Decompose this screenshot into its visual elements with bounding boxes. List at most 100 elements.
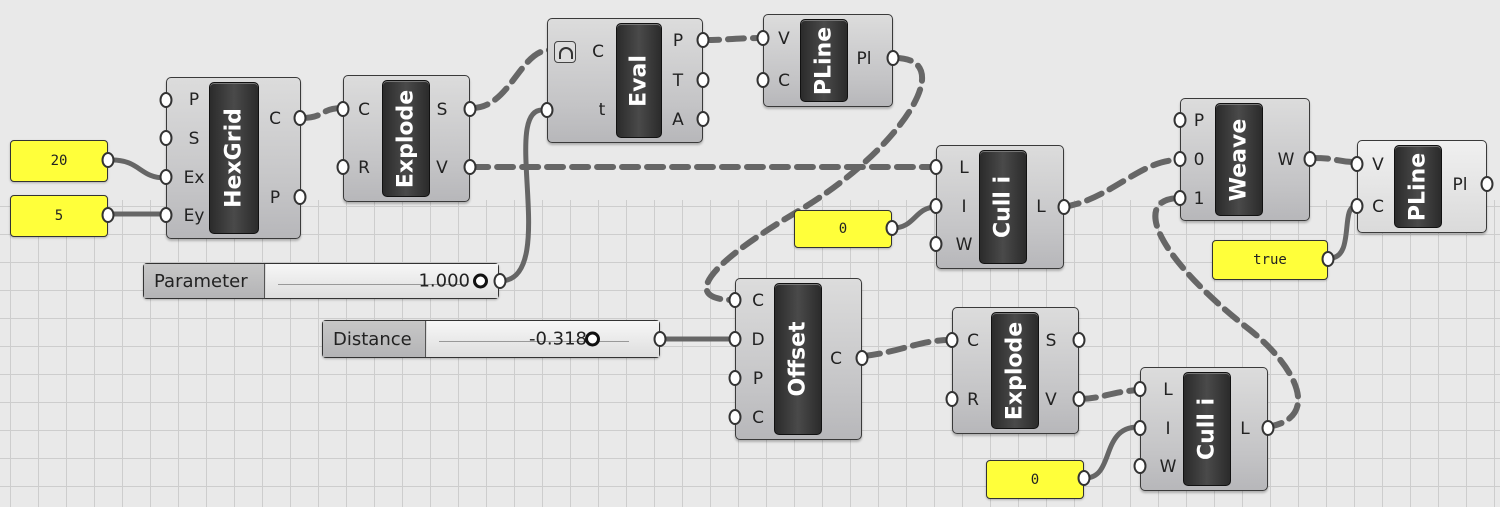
component-core: Eval [616, 23, 662, 138]
ey-panel[interactable]: 5 [10, 195, 108, 237]
wire-grip[interactable] [463, 101, 477, 117]
cull-index-panel[interactable]: 0 [986, 460, 1084, 499]
component-core: Explode [382, 80, 430, 197]
distance-slider[interactable]: Distance -0.318 [322, 320, 660, 358]
wire-grip[interactable] [728, 292, 742, 308]
ex-panel[interactable]: 20 [10, 140, 108, 182]
wire-grip[interactable] [1303, 151, 1317, 167]
component-name: Explode [1002, 321, 1028, 420]
wire-grip[interactable] [696, 111, 710, 127]
wire-grip[interactable] [1133, 420, 1147, 436]
wire-grip[interactable] [1480, 176, 1494, 192]
wire-grip[interactable] [696, 32, 710, 48]
hexgrid-component[interactable]: HexGrid P S Ex Ey C P [166, 77, 301, 239]
input-label: Ey [183, 206, 205, 226]
wire-grip[interactable] [293, 189, 307, 205]
wire-grip[interactable] [1173, 190, 1187, 206]
closed-boolean-panel[interactable]: true [1212, 240, 1328, 280]
polyline-component[interactable]: PLine V C Pl [1357, 140, 1487, 233]
wire-grip[interactable] [159, 207, 173, 223]
explode-component[interactable]: Explode C R S V [952, 307, 1079, 434]
input-label: C [1372, 197, 1384, 217]
cull-index-panel[interactable]: 0 [794, 210, 892, 248]
component-name: Offset [785, 321, 811, 397]
wire-grip[interactable] [929, 236, 943, 252]
wire-cull-weave [1060, 157, 1181, 210]
weave-component[interactable]: Weave P 0 1 W [1180, 98, 1310, 221]
wire-grip[interactable] [929, 159, 943, 175]
cull-index-component[interactable]: Cull i L I W L [936, 145, 1064, 269]
output-label: L [1036, 197, 1046, 217]
wire-grip[interactable] [336, 159, 350, 175]
wire-grip[interactable] [1072, 391, 1086, 407]
output-label: S [1045, 331, 1057, 351]
wire-explode2-cull2 [1077, 387, 1141, 402]
input-label: W [955, 235, 973, 255]
wire-grip[interactable] [159, 169, 173, 185]
input-label: 0 [1193, 150, 1205, 170]
wire-grip[interactable] [101, 207, 115, 223]
component-core: Cull i [1183, 372, 1231, 486]
slider-label: Distance [323, 321, 426, 357]
wire-grip[interactable] [885, 220, 899, 236]
slider-knob[interactable] [585, 331, 600, 347]
wire-cull2-weave [1152, 195, 1302, 430]
wire-grip[interactable] [728, 409, 742, 425]
wire-grip[interactable] [945, 391, 959, 407]
wire-grip[interactable] [1133, 381, 1147, 397]
wire-grip[interactable] [293, 110, 307, 126]
wire-grip[interactable] [855, 350, 869, 366]
component-name: PLine [1405, 152, 1431, 221]
wire-grip[interactable] [159, 130, 173, 146]
wire-grip[interactable] [696, 72, 710, 88]
slider-track[interactable] [427, 321, 659, 357]
wire-grip[interactable] [1133, 458, 1147, 474]
wire-grip[interactable] [756, 30, 770, 46]
wire-grip[interactable] [1173, 112, 1187, 128]
wire-grip[interactable] [1072, 332, 1086, 348]
input-label: L [1163, 380, 1173, 400]
output-label: Pl [856, 49, 872, 69]
input-label: V [778, 29, 790, 49]
wire-grip[interactable] [756, 72, 770, 88]
explode-component[interactable]: Explode C R S V [343, 75, 470, 202]
wire-grip[interactable] [493, 273, 507, 289]
wire-grip[interactable] [1057, 199, 1071, 215]
wire-grip[interactable] [945, 332, 959, 348]
wire-pline-closed [1327, 203, 1359, 261]
output-label: S [436, 100, 448, 120]
slider-ticks [439, 331, 629, 342]
input-label: V [1372, 155, 1384, 175]
offset-curve-component[interactable]: Offset C D P C C [735, 278, 862, 440]
slider-track[interactable] [266, 264, 498, 298]
wire-grip[interactable] [728, 370, 742, 386]
wire-grip[interactable] [1350, 156, 1364, 172]
component-core: PLine [1394, 145, 1442, 228]
wire-grip[interactable] [1261, 420, 1275, 436]
component-core: Cull i [979, 150, 1027, 264]
wire-grip[interactable] [540, 102, 554, 118]
wire-grip[interactable] [1321, 251, 1335, 267]
input-label: I [1165, 419, 1171, 439]
wire-grip[interactable] [653, 331, 667, 347]
evaluate-curve-component[interactable]: Eval C t P T A [547, 18, 703, 143]
slider-knob[interactable] [473, 273, 488, 289]
input-label: C [592, 42, 604, 62]
wire-grip[interactable] [101, 152, 115, 168]
polyline-component[interactable]: PLine V C Pl [763, 14, 893, 107]
wire-grip[interactable] [886, 50, 900, 66]
wire-grip[interactable] [728, 331, 742, 347]
wire-grip[interactable] [929, 198, 943, 214]
wire-grip[interactable] [1350, 198, 1364, 214]
cull-index-component[interactable]: Cull i L I W L [1140, 367, 1268, 491]
wire-grip[interactable] [336, 101, 350, 117]
wire-grip[interactable] [463, 159, 477, 175]
output-label: Pl [1452, 175, 1468, 195]
wire-grip[interactable] [159, 92, 173, 108]
input-label: P [1193, 111, 1205, 131]
parameter-slider[interactable]: Parameter 1.000 [143, 263, 499, 299]
wire-grip[interactable] [1173, 151, 1187, 167]
input-label: R [358, 158, 370, 178]
wire-grip[interactable] [1077, 470, 1091, 486]
